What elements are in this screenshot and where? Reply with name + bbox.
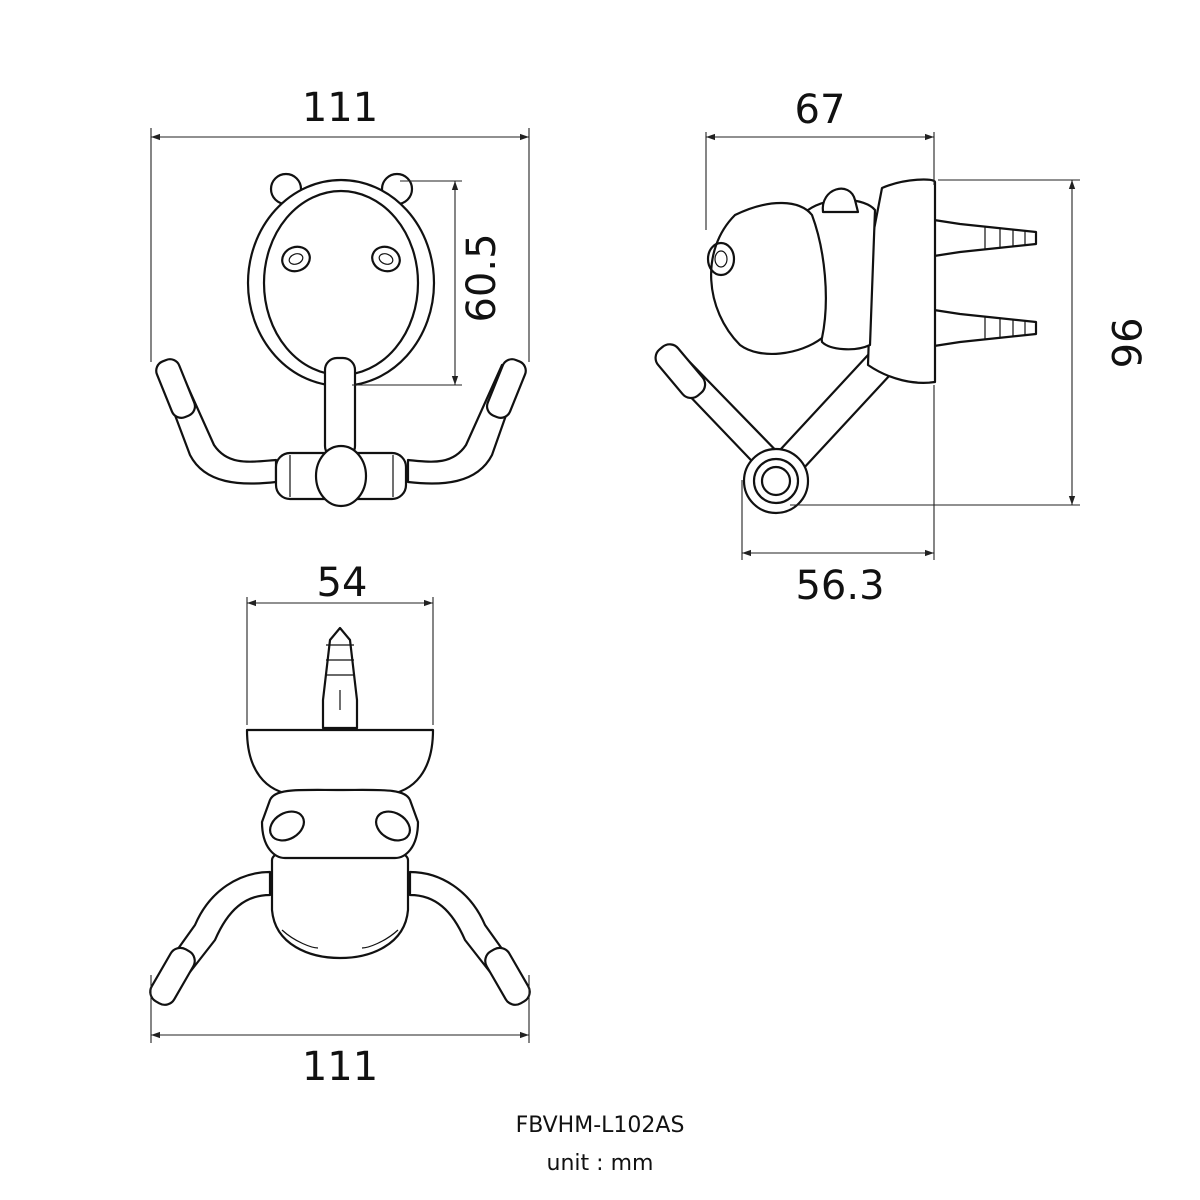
top-anchor bbox=[321, 626, 359, 730]
front-screw-holes bbox=[281, 245, 401, 273]
side-top-knob bbox=[821, 187, 860, 214]
dim-side-depth-bottom: 56.3 bbox=[795, 563, 884, 609]
side-wall-plate bbox=[866, 178, 937, 384]
dim-side-depth-top: 67 bbox=[795, 87, 846, 133]
dim-front-width: 111 bbox=[302, 85, 378, 131]
side-arm bbox=[778, 353, 892, 472]
front-plate-outer bbox=[246, 178, 436, 388]
unit-label: unit : mm bbox=[547, 1151, 654, 1176]
top-base-cup bbox=[245, 728, 435, 797]
dim-top-base-width: 54 bbox=[317, 560, 368, 606]
top-hole-right bbox=[375, 810, 411, 842]
top-view bbox=[149, 626, 531, 1006]
model-number: FBVHM-L102AS bbox=[516, 1113, 685, 1138]
side-view bbox=[654, 178, 1038, 515]
side-anchor-bottom bbox=[932, 308, 1038, 348]
front-hub bbox=[274, 444, 408, 508]
dim-side-height: 96 bbox=[1102, 318, 1148, 369]
top-lower-body bbox=[270, 843, 410, 960]
top-hole-left bbox=[269, 810, 305, 842]
side-pivot bbox=[742, 447, 810, 515]
dim-top-width: 111 bbox=[302, 1044, 378, 1090]
top-arms bbox=[149, 870, 531, 1006]
side-anchor-top bbox=[932, 218, 1038, 258]
front-stem bbox=[323, 356, 357, 460]
top-head-band bbox=[260, 788, 420, 860]
dimension-lines bbox=[150, 128, 1080, 1043]
side-head bbox=[710, 201, 827, 356]
side-head-hole bbox=[706, 241, 736, 277]
front-view bbox=[155, 172, 527, 508]
dim-front-height: 60.5 bbox=[459, 233, 505, 322]
